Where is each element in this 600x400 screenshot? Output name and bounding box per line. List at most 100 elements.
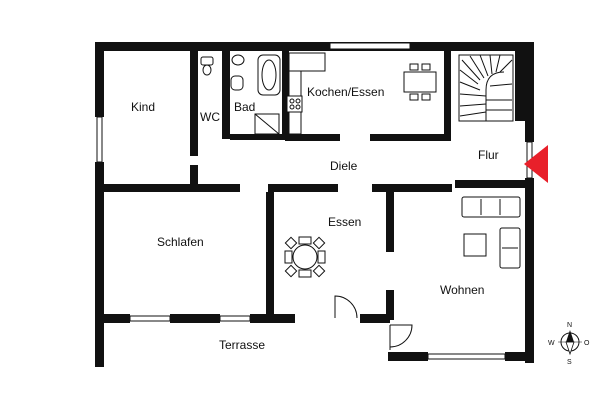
compass-label-n: N (567, 322, 572, 329)
room-label-kind: Kind (131, 100, 155, 114)
wall-essen-wohnen-upper (386, 192, 394, 252)
stair-step (459, 111, 487, 117)
stair-step (489, 54, 493, 75)
wall-schlafen-essen (266, 192, 274, 322)
stove-burner-icon (295, 104, 301, 110)
room-label-schlafen: Schlafen (157, 235, 204, 249)
chair-icon (312, 236, 326, 250)
window-wohnen-bottom (427, 353, 506, 360)
wall-right-lower (525, 178, 534, 363)
room-labels: Kind WC Bad Kochen/Essen Flur Diele Schl… (131, 85, 499, 352)
window-schlafen-bottom (129, 315, 171, 322)
stair-step (489, 83, 513, 87)
chair-icon (312, 264, 326, 278)
compass-label-o: O (584, 340, 590, 347)
wall-diele-bottom-right (372, 184, 452, 192)
stove-burner-icon (289, 98, 295, 104)
room-label-diele: Diele (330, 159, 358, 173)
sink-icon (231, 54, 245, 66)
wall-bottom-right-b (505, 352, 534, 361)
compass: N S W O (548, 322, 590, 366)
chair-icon (298, 236, 312, 245)
compass-needle-south-icon (565, 341, 575, 356)
chair-icon (284, 236, 298, 250)
room-label-kochen-essen: Kochen/Essen (307, 85, 384, 99)
bidet-icon (230, 75, 244, 91)
stove-burner-icon (289, 104, 295, 110)
stair-step (459, 103, 487, 107)
compass-label-w: W (548, 340, 555, 347)
chair-icon (421, 93, 431, 101)
compass-needle-north-icon (566, 330, 574, 342)
fixtures (200, 52, 437, 135)
stair-step (495, 54, 501, 73)
room-label-wc: WC (200, 110, 220, 124)
chair-icon (409, 93, 419, 101)
bathtub-inner-icon (261, 59, 277, 91)
stove-burner-icon (295, 98, 301, 104)
stair-step (459, 93, 487, 97)
room-label-essen: Essen (328, 215, 361, 229)
stair-step (461, 59, 481, 81)
chair-icon (298, 269, 312, 278)
stair-step (459, 81, 481, 91)
compass-label-s: S (567, 359, 572, 366)
room-label-wohnen: Wohnen (440, 283, 484, 297)
door-terrasse-swing (334, 295, 358, 319)
doors (334, 295, 413, 350)
stair-curve (485, 71, 505, 121)
wall-kind-wc (190, 51, 198, 156)
wall-diele-bottom-left (192, 184, 240, 192)
wall-bad-kitchen (282, 51, 289, 139)
wall-bottom-mid-a (170, 314, 220, 323)
wall-left-upper (95, 42, 104, 117)
room-label-flur: Flur (478, 148, 499, 162)
room-label-bad: Bad (234, 100, 255, 114)
toilet-icon (200, 56, 214, 66)
toilet-bowl-icon (202, 64, 212, 76)
wall-stair-right (515, 51, 525, 121)
wall-wohnen-left-lower (386, 290, 394, 320)
wall-bottom-left (95, 314, 130, 323)
wall-kitchen-bottom-left (285, 134, 340, 141)
wall-wc-bad (222, 51, 230, 139)
chair-icon (421, 63, 431, 71)
shower-diagonal (254, 113, 280, 135)
round-table-icon (292, 244, 318, 270)
staircase (458, 54, 514, 122)
wall-diele-bottom-mid (268, 184, 338, 192)
wall-kitchen-bottom-right (370, 134, 450, 141)
door-wohnen-terrasse-swing (389, 324, 413, 348)
coffee-table-icon (463, 233, 487, 257)
wall-kitchen-flur (444, 51, 451, 141)
dining-table-icon (403, 71, 437, 93)
chair-icon (284, 264, 298, 278)
essen-table (284, 236, 326, 278)
wall-top-right (450, 42, 534, 51)
window-kind-left (96, 116, 103, 163)
chair-icon (317, 250, 326, 264)
room-label-terrasse: Terrasse (219, 338, 265, 352)
wohnen-furniture (461, 196, 521, 269)
chair-icon (409, 63, 419, 71)
entrance-marker-icon (524, 145, 548, 183)
stove-icon (286, 95, 303, 113)
stair-step (479, 54, 489, 77)
window-schlafen-bottom-b (219, 315, 251, 322)
stair-step (499, 59, 513, 73)
wall-bottom-mid-c (360, 314, 390, 323)
wall-flur-bottom (455, 180, 525, 188)
wall-left-lower (95, 162, 104, 367)
sofa-icon (461, 196, 521, 218)
wall-top-left (95, 42, 285, 51)
wall-kind-bottom (104, 184, 192, 192)
stair-step (459, 69, 479, 85)
window-kitchen-top (329, 42, 411, 50)
kitchen-counter-icon (288, 52, 326, 72)
wall-right-upper (525, 42, 534, 142)
wall-bottom-right-a (388, 352, 428, 361)
wall-bad-bottom (230, 134, 290, 140)
chair-icon (284, 250, 293, 264)
wall-kind-stub (190, 165, 198, 192)
